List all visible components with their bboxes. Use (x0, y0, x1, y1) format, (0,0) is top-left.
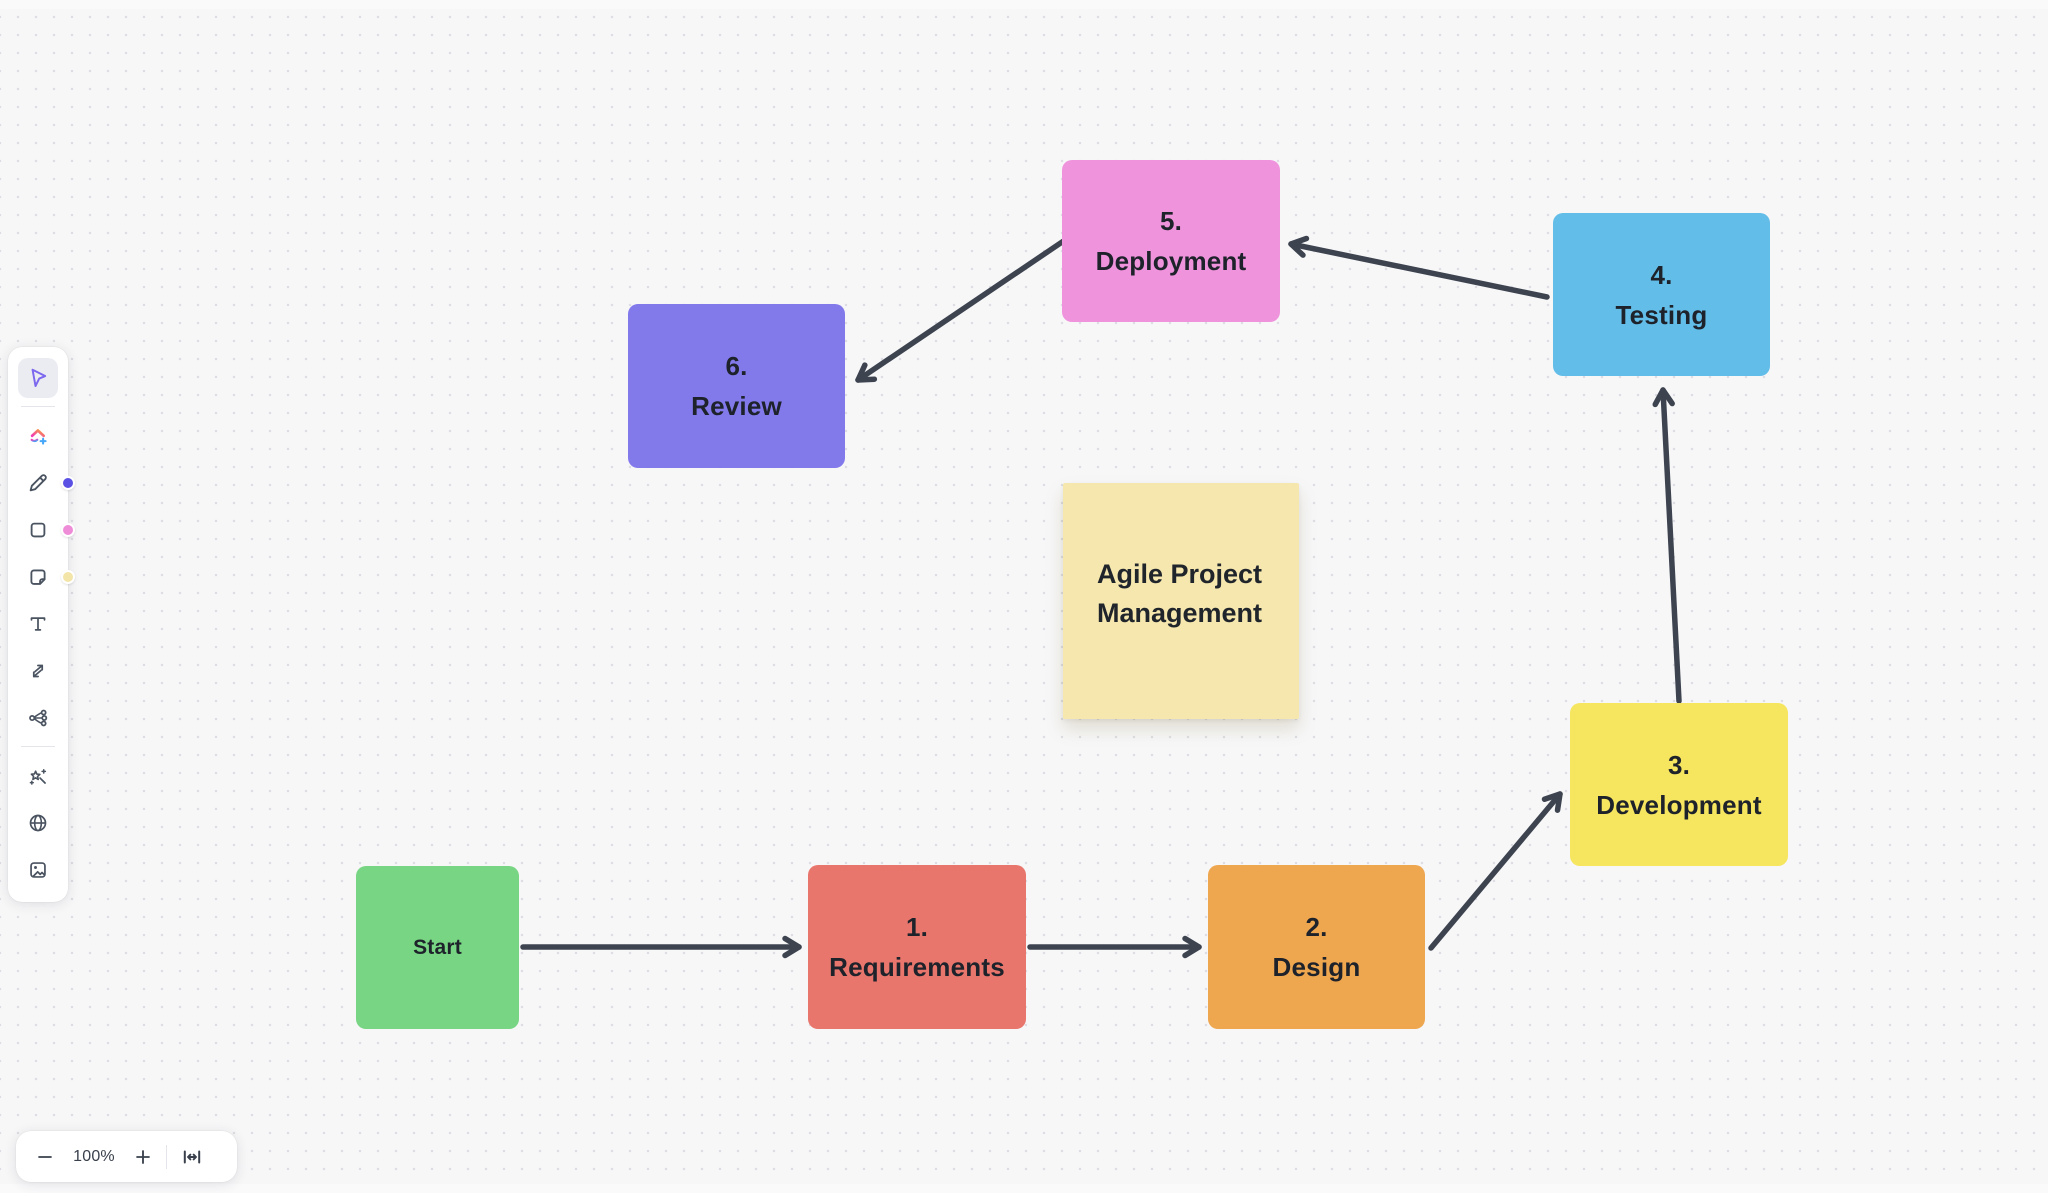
node-deployment[interactable]: 5. Deployment (1062, 160, 1280, 322)
connector-testing-deployment[interactable] (1288, 235, 1550, 300)
node-requirements[interactable]: 1. Requirements (808, 865, 1026, 1029)
web-embed-tool[interactable] (18, 803, 58, 843)
marker-tool[interactable] (18, 463, 58, 503)
toolbar (8, 347, 75, 902)
zoom-out-button[interactable] (28, 1140, 62, 1174)
node-label: Development (1596, 789, 1762, 820)
node-label: Deployment (1095, 246, 1247, 276)
sticky-note-agile-project-management[interactable]: Agile Project Management (1063, 483, 1299, 719)
connector-icon (32, 664, 44, 677)
sticky-note-text: Agile Project Management (1097, 559, 1263, 628)
node-number: 5. (1159, 206, 1183, 236)
plus-icon (136, 1149, 150, 1164)
image-icon (30, 861, 46, 878)
smart-draw-icon (30, 428, 47, 445)
shape-color-swatch (61, 522, 75, 537)
text-tool[interactable] (18, 604, 58, 644)
zoom-divider (166, 1144, 167, 1169)
sticky-note-icon (30, 568, 46, 585)
zoom-level: 100% (73, 1147, 115, 1165)
connector-design-development[interactable] (1428, 791, 1563, 951)
node-label: Start (413, 935, 462, 959)
shape-tool[interactable] (18, 510, 58, 550)
ai-wand-tool[interactable] (18, 756, 58, 796)
mind-map-tool[interactable] (18, 698, 58, 738)
node-development[interactable]: 3. Development (1570, 703, 1788, 866)
node-label: Design (1272, 952, 1361, 982)
connector-tool[interactable] (18, 651, 58, 691)
node-number: 1. (905, 912, 929, 942)
node-number: 6. (725, 351, 748, 381)
node-testing[interactable]: 4. Testing (1553, 213, 1770, 376)
fit-to-screen-button[interactable] (175, 1140, 209, 1174)
image-tool[interactable] (18, 850, 58, 890)
node-number: 3. (1667, 749, 1691, 780)
node-start[interactable]: Start (356, 866, 519, 1029)
node-design[interactable]: 2. Design (1208, 865, 1425, 1029)
toolbar-divider (21, 406, 55, 407)
connector-group (520, 235, 1682, 959)
toolbar-divider (21, 746, 55, 747)
globe-icon (29, 814, 47, 831)
zoom-controls: 100% (16, 1131, 237, 1182)
node-review[interactable]: 6. Review (628, 304, 845, 468)
select-tool[interactable] (18, 357, 58, 398)
node-number: 2. (1305, 912, 1328, 942)
canvas-top-edge (0, 0, 2048, 9)
smart-draw-tool[interactable] (18, 416, 58, 456)
connector-deployment-review[interactable] (855, 235, 1071, 383)
text-icon (30, 616, 46, 631)
node-label: Testing (1615, 299, 1708, 330)
node-number: 4. (1650, 259, 1673, 290)
marker-color-swatch (61, 475, 75, 490)
cursor-icon (31, 368, 47, 387)
marker-icon (29, 473, 47, 491)
canvas-bottom-edge (0, 1184, 2048, 1193)
shape-icon (30, 522, 46, 537)
sticky-color-swatch (61, 569, 75, 584)
zoom-in-button[interactable] (126, 1140, 160, 1174)
node-label: Review (691, 391, 782, 421)
fit-to-screen-icon (183, 1150, 201, 1163)
connector-development-testing[interactable] (1652, 387, 1682, 704)
node-label: Requirements (829, 952, 1005, 982)
mind-map-icon (29, 709, 48, 726)
minus-icon (38, 1155, 52, 1158)
sticky-note-tool[interactable] (18, 557, 58, 597)
wand-icon (29, 768, 47, 785)
